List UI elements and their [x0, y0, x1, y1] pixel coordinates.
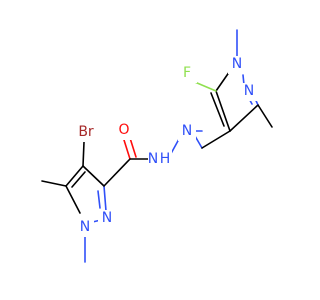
bond-tc4-tc3 — [229, 104, 259, 132]
atom-label-ring-nitrogen-n1: N — [80, 219, 90, 235]
bond-c3-carbonyl — [103, 158, 131, 187]
bond-tc4-tc5 — [215, 90, 231, 132]
bond-tc4-tc5-double — [210, 92, 225, 127]
bond-c5-n1 — [65, 185, 81, 214]
atom-labels: Br O N H N F N N N N — [70, 56, 258, 237]
bond-c5-methyl — [41, 180, 67, 187]
bond-c4-c3 — [82, 165, 105, 187]
bond-c4-c5 — [65, 165, 84, 187]
bond-n-ch-double — [194, 135, 203, 149]
atom-label-imine-nitrogen: N — [182, 123, 192, 139]
bond-carbonyl-o — [123, 139, 131, 160]
atom-label-top-ring-nitrogen-n1: N — [232, 56, 242, 72]
bond-n2-c3 — [103, 185, 107, 212]
bond-c4-br — [82, 141, 85, 167]
molecule-structure: Br O N H N F N N N N — [41, 29, 273, 263]
atom-label-bromine: Br — [78, 124, 94, 140]
bond-n2-c3-double — [97, 190, 101, 209]
atom-label-ring-nitrogen-n2: N — [102, 210, 112, 226]
bond-ch-c — [201, 130, 231, 149]
atom-label-amide-nitrogen: N — [148, 151, 158, 167]
atom-label-amide-hydrogen: H — [160, 151, 171, 167]
bond-c4-c5-double — [71, 171, 86, 188]
atom-label-oxygen: O — [118, 122, 129, 138]
bond-tc3-methyl — [257, 104, 273, 128]
atom-label-top-ring-nitrogen-n2: N — [244, 83, 254, 99]
atom-label-fluorine: F — [183, 65, 191, 81]
bond-carbonyl-o-double — [129, 137, 137, 158]
